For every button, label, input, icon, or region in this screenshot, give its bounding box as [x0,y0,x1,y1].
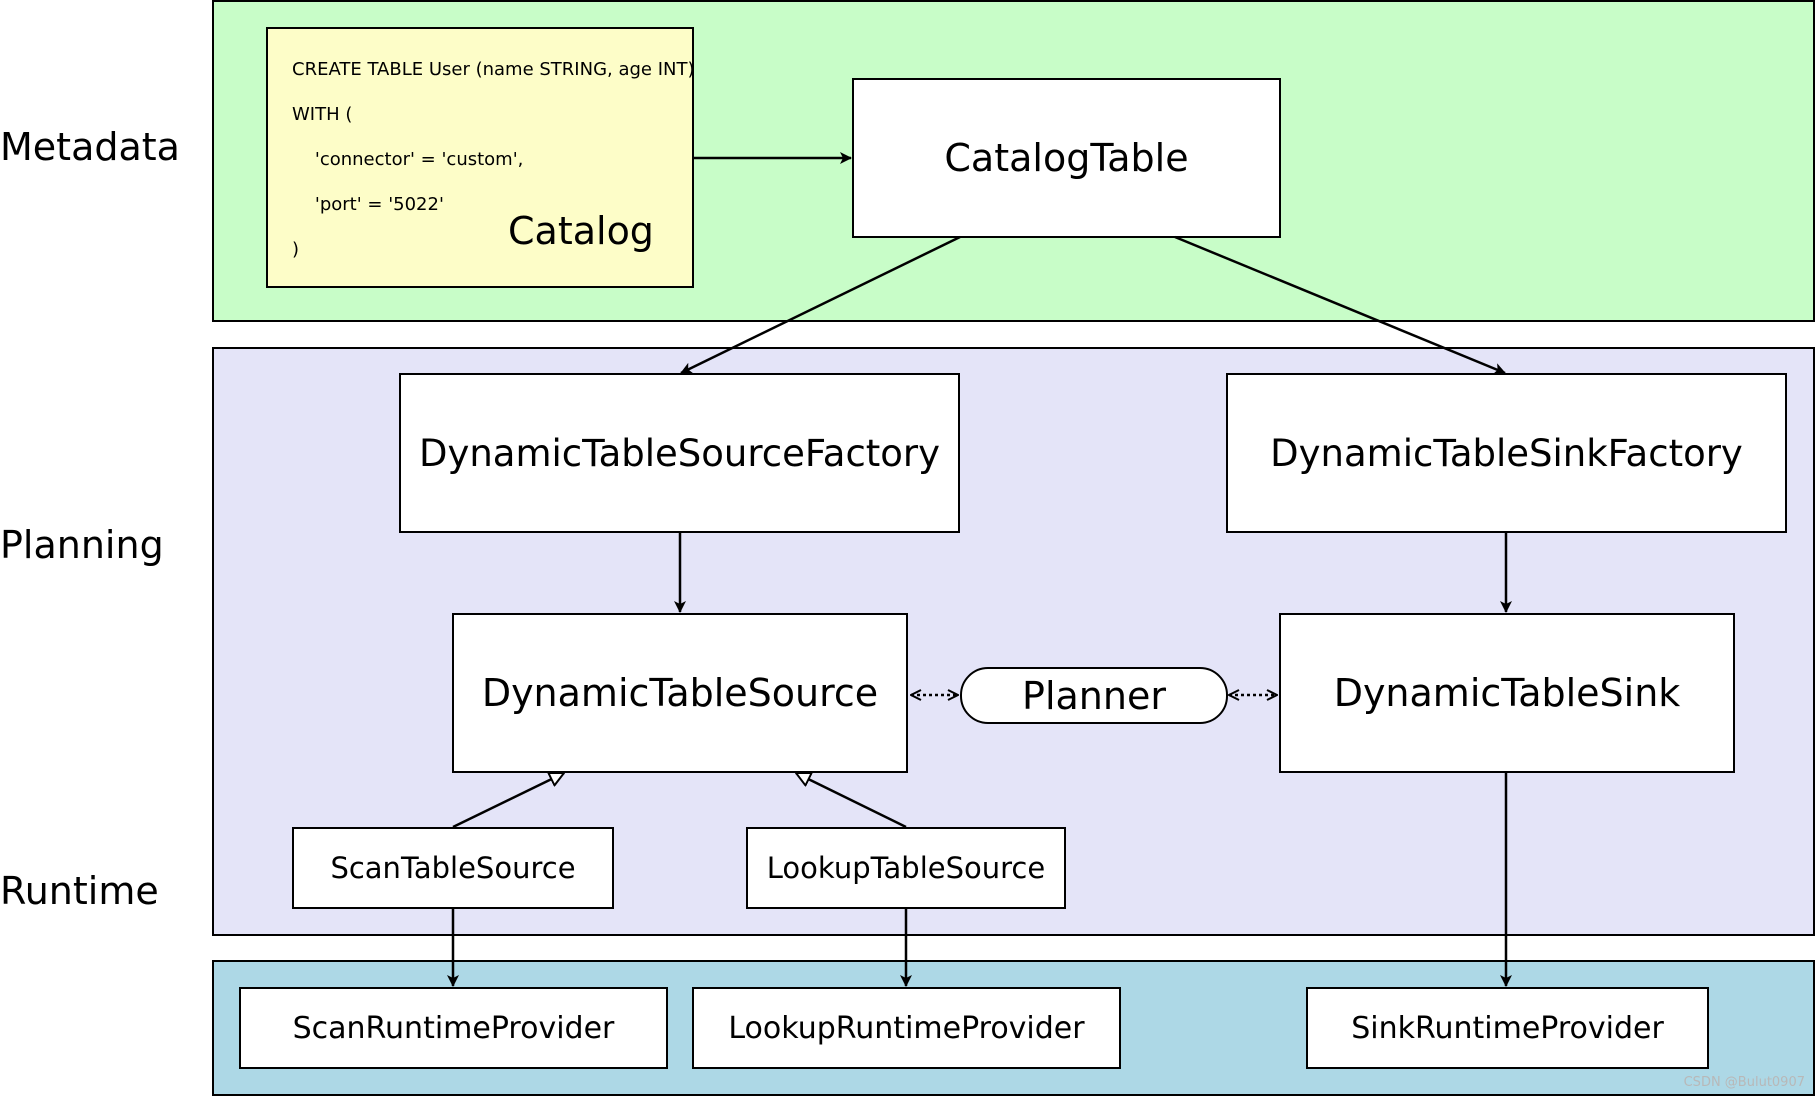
code-line-3: 'connector' = 'custom', [292,149,524,170]
source-factory-node: DynamicTableSourceFactory [399,373,960,533]
catalog-table-node: CatalogTable [852,78,1281,238]
layer-label-runtime: Runtime [0,869,159,913]
dynamic-source-node: DynamicTableSource [452,613,908,773]
watermark: CSDN @Bulut0907 [1683,1075,1805,1090]
edge-catalogtable-to-sourcefactory [680,235,961,375]
scan-provider-node: ScanRuntimeProvider [239,987,668,1069]
lookup-provider-node: LookupRuntimeProvider [692,987,1121,1069]
dynamic-sink-node: DynamicTableSink [1279,613,1735,773]
edge-lookup-implements-source [796,773,907,829]
code-line-4: 'port' = '5022' [292,194,444,215]
code-line-2: WITH ( [292,104,353,125]
code-line-5: ) [292,239,300,260]
layer-label-metadata: Metadata [0,125,180,169]
catalog-label: Catalog [508,209,654,253]
code-line-1: CREATE TABLE User (name STRING, age INT) [292,59,695,80]
edge-scan-implements-source [452,773,564,829]
sink-factory-node: DynamicTableSinkFactory [1226,373,1787,533]
sink-provider-node: SinkRuntimeProvider [1306,987,1709,1069]
catalog-note: CREATE TABLE User (name STRING, age INT)… [266,27,695,288]
lookup-source-node: LookupTableSource [746,827,1066,909]
layer-label-planning: Planning [0,523,164,567]
planner-node: Planner [960,667,1228,724]
scan-source-node: ScanTableSource [292,827,614,909]
edge-catalogtable-to-sinkfactory [1174,235,1506,375]
